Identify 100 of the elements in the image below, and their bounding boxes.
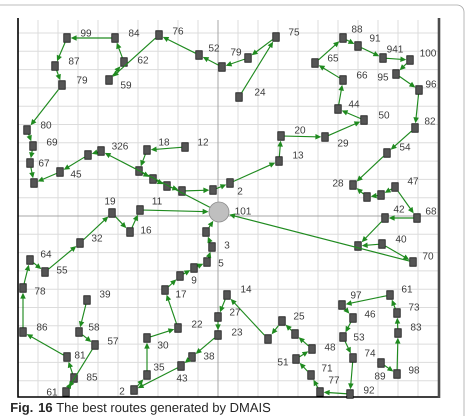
box-marker [311,58,319,68]
box-marker [308,344,316,354]
node-number: 89 [374,372,386,380]
node-number: 96 [426,80,436,88]
box-marker [226,178,234,188]
box-marker [97,146,105,156]
caption: Fig. 16 The best routes generated by DMAIS [11,402,270,415]
node-number: 98 [408,366,420,374]
node-number: 22 [192,320,202,328]
box-marker [120,57,128,67]
node-number: 64 [40,250,52,258]
box-marker [392,69,400,79]
node-number: 2 [120,388,124,394]
node-number: 97 [350,291,362,299]
box-marker [346,389,354,399]
node-number: 45 [70,170,82,178]
node-number: 52 [208,44,220,52]
box-marker [62,387,70,397]
node-number: 28 [332,179,344,187]
node-number: 92 [364,386,374,394]
node-number: 16 [141,226,152,234]
node-number: 20 [294,126,306,134]
box-marker [214,312,222,322]
node-number: 68 [426,207,436,215]
box-marker [272,32,280,42]
node-number: 75 [288,28,300,36]
node-number: 53 [354,333,364,341]
node-number: 85 [86,373,98,381]
node-number: 57 [108,338,118,344]
box-marker [244,53,252,63]
node-number: 40 [396,235,406,243]
box-marker [394,328,402,338]
box-marker [190,263,198,273]
box-marker [277,131,285,141]
box-marker [188,352,196,362]
node-number: 25 [294,312,304,320]
box-marker [338,300,346,310]
box-marker [63,352,71,362]
box-marker [363,192,371,202]
box-marker [339,332,347,342]
node-number: 84 [128,29,140,37]
node-number: 86 [36,323,48,331]
box-marker [316,387,324,397]
box-marker [377,190,385,200]
box-marker [349,180,357,190]
box-marker [378,239,386,249]
node-number: 65 [328,54,338,62]
node-number: 5 [218,260,224,266]
box-marker [56,167,64,177]
node-number: 55 [56,266,68,274]
node-number: 42 [394,206,404,212]
node-number: 326 [112,142,128,150]
node-number: 95 [378,73,388,81]
node-number: 71 [322,364,332,372]
node-number: 24 [254,88,266,96]
node-number: 9 [192,276,196,284]
box-marker [176,271,184,281]
box-marker [292,354,300,364]
box-marker [143,145,151,155]
box-marker [391,182,399,192]
box-marker [339,33,347,43]
box-marker [339,75,347,85]
box-marker [349,313,357,323]
node-number: 12 [198,138,208,146]
box-marker [383,148,391,158]
node-number: 17 [176,290,186,298]
node-number: 11 [152,198,162,204]
box-marker [76,238,84,248]
node-number: 2 [238,188,242,194]
box-marker [307,370,315,380]
node-number: 73 [408,303,420,311]
node-number: 32 [92,234,102,242]
box-marker [354,41,362,51]
node-number: 43 [176,374,188,382]
box-marker [177,361,185,371]
box-marker [23,125,31,135]
box-marker [75,327,83,337]
box-marker [393,308,401,318]
box-marker [41,267,49,277]
box-marker [143,370,151,380]
node-number: 18 [159,138,170,146]
box-marker [26,158,34,168]
box-marker [377,358,385,368]
box-marker [174,323,182,333]
box-marker [406,55,414,65]
box-marker [19,327,27,337]
node-number: 44 [348,100,360,108]
node-number: 941 [387,45,403,53]
box-marker [278,316,286,326]
node-number: 59 [120,81,132,89]
node-number: 87 [68,57,80,65]
box-marker [51,61,59,71]
box-marker [393,369,401,379]
node-number: 78 [34,287,46,295]
box-marker [83,295,91,305]
box-marker [209,185,217,195]
box-marker [19,283,27,293]
node-number: 29 [338,139,348,147]
box-marker [136,205,144,215]
box-marker [111,33,119,43]
